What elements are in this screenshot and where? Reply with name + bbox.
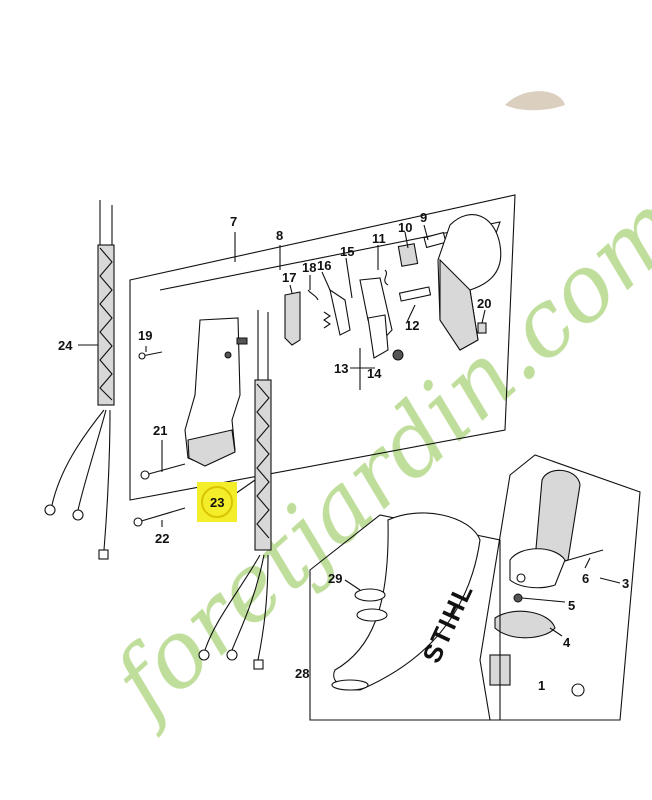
label-18: 18 <box>302 260 316 275</box>
label-13: 13 <box>334 361 348 376</box>
highlight-ring <box>201 486 233 518</box>
label-21: 21 <box>153 423 167 438</box>
bolt-21 <box>140 463 186 480</box>
label-15: 15 <box>340 244 354 259</box>
trigger-parts <box>284 269 404 361</box>
label-1: 1 <box>538 678 545 693</box>
label-4: 4 <box>563 635 571 650</box>
label-9: 9 <box>420 210 427 225</box>
label-20: 20 <box>477 296 491 311</box>
label-6: 6 <box>582 571 589 586</box>
highlight-box <box>197 482 237 522</box>
screw-19 <box>138 351 163 360</box>
handle-assembly-3 <box>479 454 641 721</box>
highlight-part-23 <box>197 482 237 522</box>
label-7: 7 <box>230 214 237 229</box>
switch-parts <box>397 231 447 302</box>
label-28: 28 <box>295 666 309 681</box>
label-17: 17 <box>282 270 296 285</box>
right-housing <box>437 214 502 351</box>
label-24: 24 <box>58 338 73 353</box>
label-22: 22 <box>155 531 169 546</box>
leader-lines <box>80 224 621 637</box>
label-8: 8 <box>276 228 283 243</box>
label-3: 3 <box>622 576 629 591</box>
watermark-leaf <box>505 91 565 111</box>
label-11: 11 <box>372 231 386 246</box>
part-labels: 7 8 9 10 11 15 16 17 18 12 13 14 20 19 2… <box>58 210 629 693</box>
label-14: 14 <box>367 366 382 381</box>
bolt-22 <box>133 507 186 527</box>
handle-housing <box>184 317 248 467</box>
label-19: 19 <box>138 328 152 343</box>
cable-24 <box>44 200 115 560</box>
label-12: 12 <box>405 318 419 333</box>
label-5: 5 <box>568 598 575 613</box>
label-23: 23 <box>210 495 224 510</box>
cable-23 <box>198 310 272 670</box>
label-29: 29 <box>328 571 342 586</box>
label-16: 16 <box>317 258 331 273</box>
label-10: 10 <box>398 220 412 235</box>
